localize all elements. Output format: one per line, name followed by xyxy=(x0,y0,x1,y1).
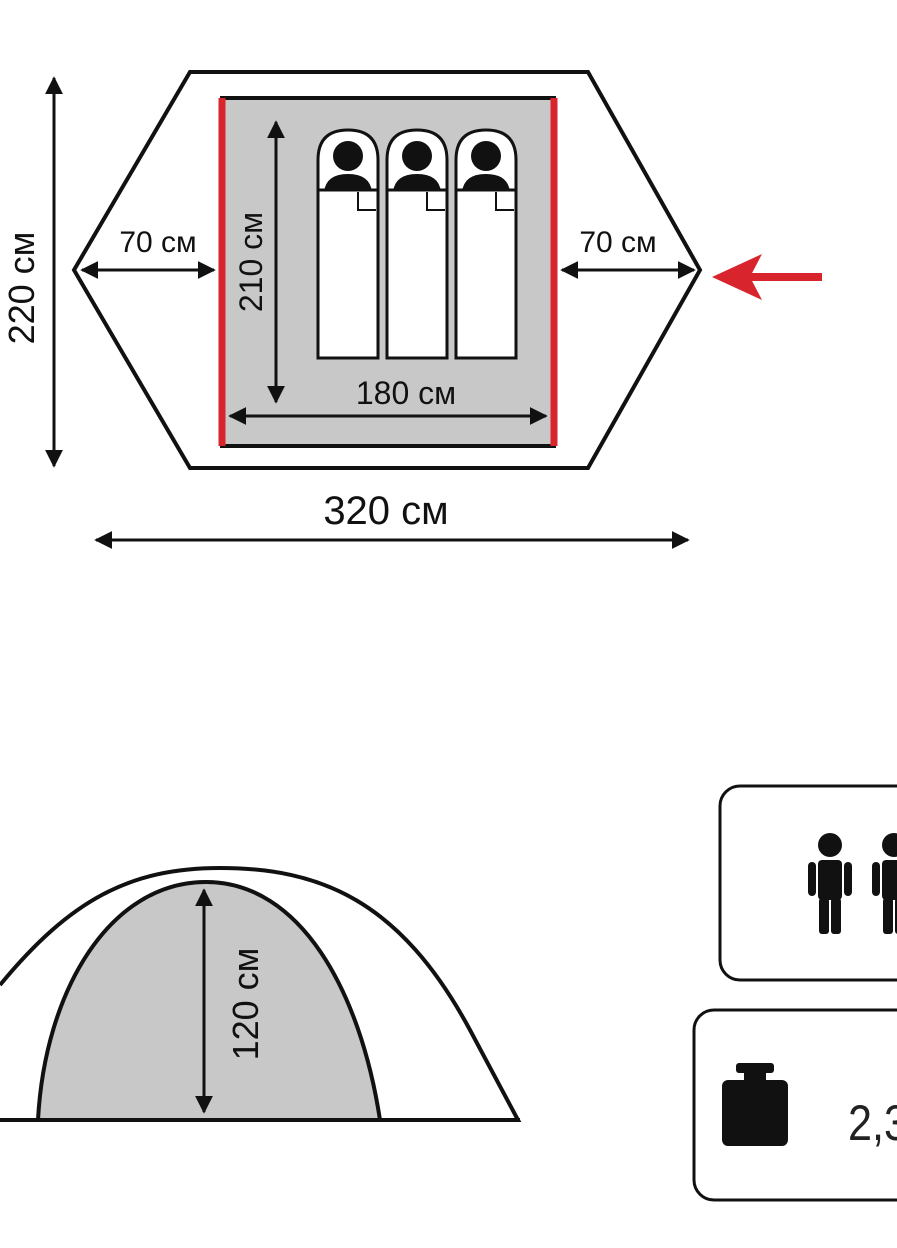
capacity-box xyxy=(718,784,897,982)
person-head-icon xyxy=(333,141,363,171)
person-icon xyxy=(872,833,897,934)
weight-box: 2,3 xyxy=(692,1008,897,1202)
arrow-left-icon xyxy=(712,254,822,300)
height-label: 120 см xyxy=(225,948,266,1061)
person-icon xyxy=(808,833,852,934)
vestibule-left-label: 70 см xyxy=(119,226,196,259)
weight-icon xyxy=(722,1063,788,1146)
sleeping-bag xyxy=(454,128,518,360)
capacity-persons xyxy=(808,833,897,934)
inner-width-label: 180 см xyxy=(356,375,456,411)
sleeping-bag xyxy=(316,128,380,360)
weight-value: 2,3 xyxy=(848,1095,897,1151)
depth-label: 220 см xyxy=(1,232,42,345)
plan-view: 220 см 70 см 70 см 210 см 180 см 320 см xyxy=(1,70,822,549)
person-head-icon xyxy=(402,141,432,171)
side-view: 120 см xyxy=(0,865,522,1122)
sleeping-bag xyxy=(385,128,449,360)
total-width-label: 320 см xyxy=(323,489,448,533)
sleeping-places xyxy=(316,128,518,360)
inner-length-label: 210 см xyxy=(233,212,269,312)
vestibule-right-label: 70 см xyxy=(579,226,656,259)
person-head-icon xyxy=(471,141,501,171)
